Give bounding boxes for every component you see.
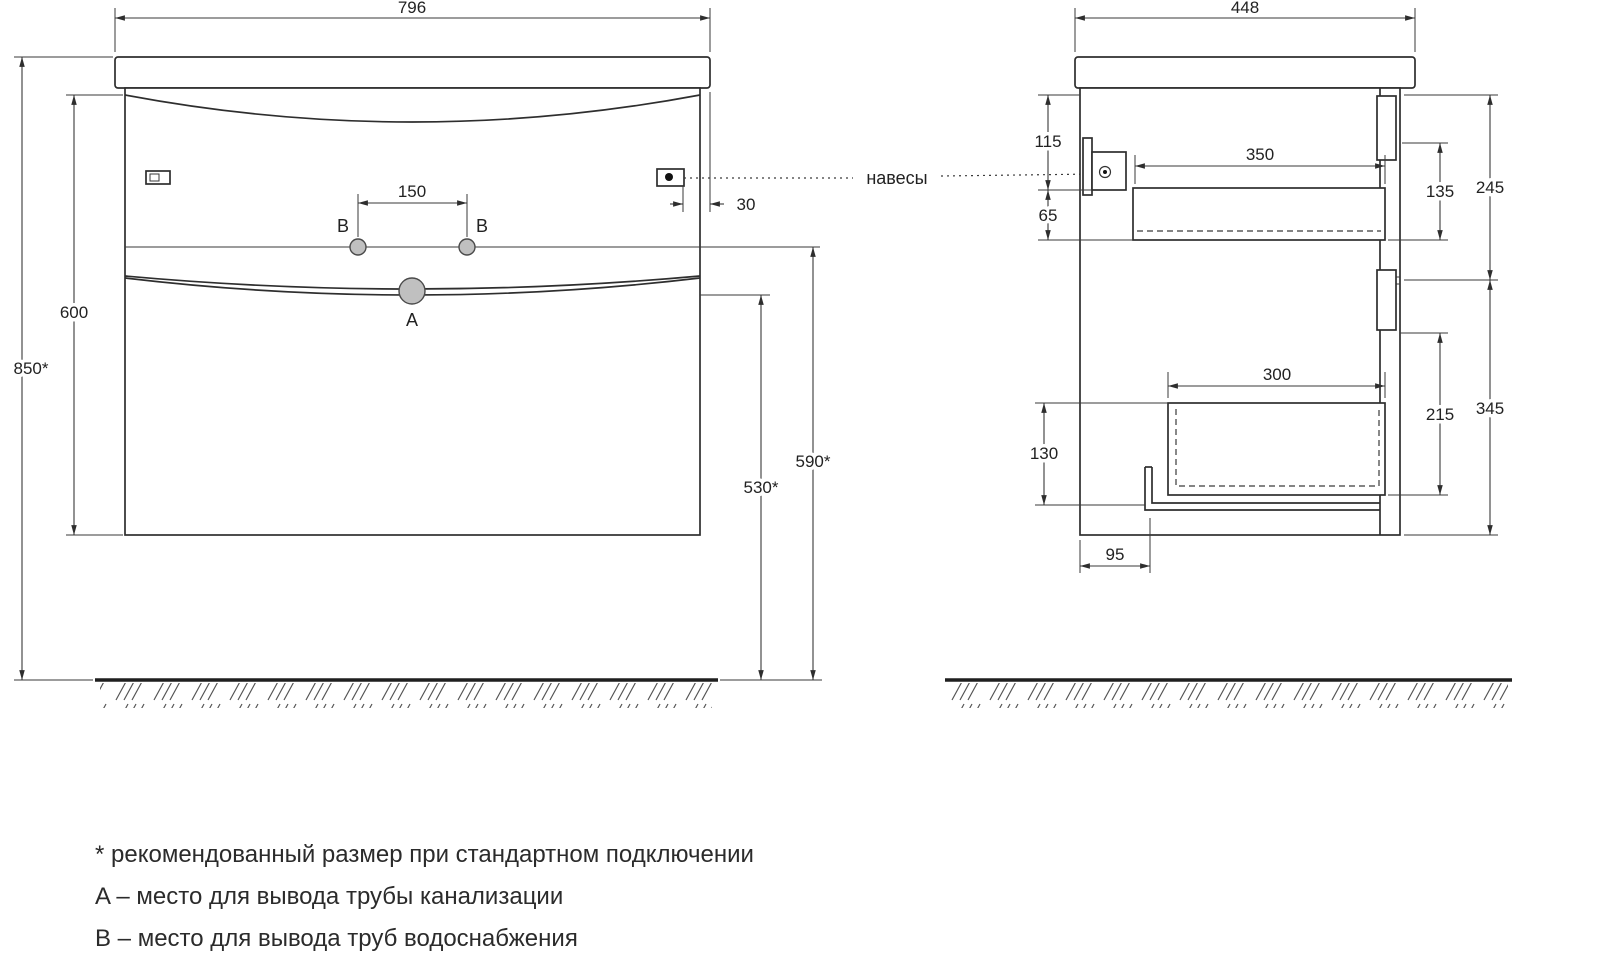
dim-drawer1-front-label: 135 [1426,182,1454,201]
dim-hanger-offset-label: 30 [737,195,756,214]
dim-drawer2-width-label: 300 [1263,365,1291,384]
dim-total-height-label: 850* [14,359,49,378]
legend-line-a: A – место для вывода трубы канализации [95,883,563,910]
dim-hanger-gap: 65 [1035,190,1133,241]
dim-total-height: 850* [10,56,113,681]
dim-top-clearance-label: 115 [1034,132,1061,151]
point-b-label-left: B [337,216,349,236]
dim-drain-height-label: 530* [744,478,779,497]
side-countertop [1074,56,1416,89]
dim-hanger-gap-label: 65 [1039,206,1058,225]
dim-back-offset-label: 95 [1106,545,1125,564]
dim-front-width: 796 [114,0,711,52]
drawer-rail-middle [1376,269,1397,331]
dim-top-clearance: 115 [1031,94,1092,191]
dim-lower-section: 345 [1404,280,1508,536]
front-view: 796 B B A [10,0,834,708]
dim-drawer2-front-label: 215 [1426,405,1454,424]
dim-hanger-offset: 30 [670,92,759,218]
side-hanger-bracket [1082,137,1127,196]
dim-drawer2-width: 300 [1167,362,1386,398]
water-supply-point-left [349,238,367,256]
side-bottom-shelf [1144,466,1380,511]
dim-b-spacing: 150 [357,179,468,237]
side-drawer-2 [1167,402,1386,496]
legend: * рекомендованный размер при стандартном… [95,841,754,952]
front-hanger-left [145,170,171,185]
drain-point [398,277,426,305]
front-top-drawer-curve [124,94,701,123]
dim-cabinet-height-label: 600 [60,303,88,322]
point-a-label: A [406,310,418,330]
front-cabinet-body [124,87,701,536]
dim-drawer1-width: 350 [1134,142,1386,184]
dim-side-depth: 448 [1074,0,1416,52]
legend-line-b: B – место для вывода труб водоснабжения [95,925,578,952]
front-hanger-right [656,168,685,187]
drawer-rail-top [1376,95,1397,161]
dim-b-spacing-label: 150 [398,182,426,201]
legend-note: * рекомендованный размер при стандартном… [95,841,754,868]
dim-upper-section: 245 [1404,94,1508,281]
dim-back-clearance-label: 130 [1030,444,1058,463]
dim-drawer1-front: 135 [1388,142,1458,241]
side-drawer-1 [1132,187,1386,241]
front-countertop [114,56,711,89]
hangers-callout-label: навесы [866,168,927,188]
floor-hatch-front [100,683,712,708]
side-view: 448 350 [945,0,1512,708]
floor-hatch-side [950,683,1508,708]
hangers-callout: навесы [684,165,1098,191]
point-b-label-right: B [476,216,488,236]
hanger-screw-dot [665,173,673,181]
dim-drawer1-width-label: 350 [1246,145,1274,164]
dim-drawer2-front: 215 [1388,332,1458,496]
dim-supply-height-label: 590* [796,452,831,471]
dim-back-clearance: 130 [1026,402,1168,506]
dim-back-offset: 95 [1079,518,1151,573]
dim-cabinet-height: 600 [56,94,123,536]
dim-lower-section-label: 345 [1476,399,1504,418]
water-supply-point-right [458,238,476,256]
dim-side-depth-label: 448 [1231,0,1259,17]
dim-front-width-label: 796 [398,0,426,17]
dim-drain-height: 530* [720,295,822,681]
dim-supply-height: 590* [792,247,834,680]
dim-upper-section-label: 245 [1476,178,1504,197]
